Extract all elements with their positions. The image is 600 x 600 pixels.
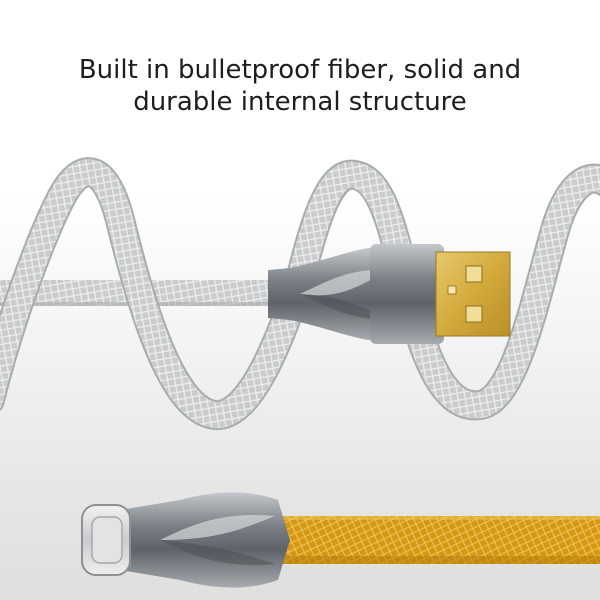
usb-c-connector-icon — [81, 492, 290, 588]
usb-a-connector-icon — [268, 244, 511, 344]
headline-line-2: durable internal structure — [133, 87, 467, 117]
gray-coiled-cable — [0, 157, 600, 430]
headline-line-1: Built in bulletproof fiber, solid and — [78, 55, 522, 85]
gold-cable — [262, 516, 600, 564]
headline: Built in bulletproof fiber, solid and du… — [0, 54, 600, 118]
